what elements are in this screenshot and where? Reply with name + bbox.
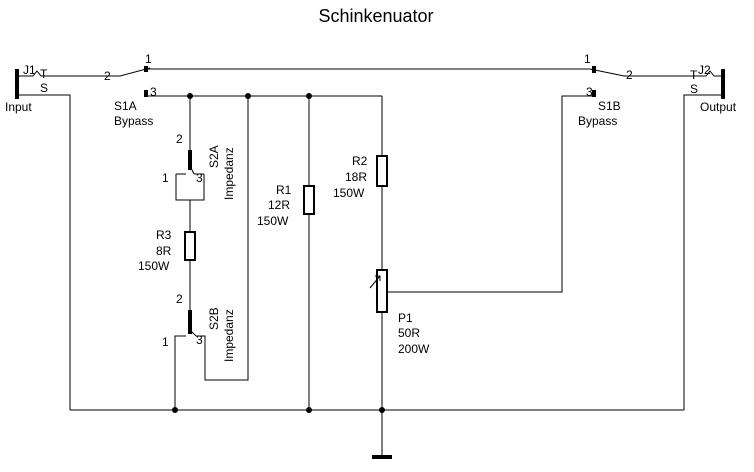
- resistor-r1-value: 12R: [268, 198, 290, 212]
- jack-j2-label: Output: [700, 100, 737, 114]
- switch-s1b-pin1-label: 1: [584, 52, 591, 66]
- potentiometer-p1-power: 200W: [398, 342, 430, 356]
- jack-j1-sleeve-wire: [17, 94, 71, 410]
- switch-s2b: [174, 96, 249, 410]
- jack-j1: [15, 69, 110, 410]
- switch-s1a-ref: S1A: [114, 99, 137, 113]
- switch-s2a-contact: [189, 165, 195, 175]
- switch-s2b-pin2-label: 2: [176, 292, 183, 306]
- jack-j1-tip-label: T: [40, 67, 48, 81]
- resistor-r2-body: [376, 155, 388, 187]
- resistor-r2-power: 150W: [333, 186, 365, 200]
- switch-s2a-pin1-label: 1: [162, 171, 169, 185]
- switch-s2a-pin2-label: 2: [176, 132, 183, 146]
- resistor-r1-ref: R1: [276, 183, 292, 197]
- junction-dot: [187, 93, 193, 99]
- resistor-r1: [303, 96, 315, 410]
- jack-j2: [640, 69, 725, 410]
- switch-s2b-pin1-label: 1: [162, 335, 169, 349]
- switch-s1b-ref: S1B: [598, 99, 621, 113]
- potentiometer-p1-wiper-arrow: [375, 275, 381, 281]
- resistor-r1-body: [303, 185, 315, 215]
- jack-j1-sleeve-label: S: [40, 81, 48, 95]
- resistor-r2-ref: R2: [352, 154, 368, 168]
- resistor-r3-ref: R3: [156, 228, 172, 242]
- resistor-r2: [376, 96, 388, 270]
- jack-j2-tip-label: T: [690, 68, 698, 82]
- jack-j1-ref: J1: [23, 63, 36, 77]
- switch-s2b-ref: S2B: [207, 307, 221, 330]
- switch-s1b-pin3-label: 3: [586, 85, 593, 99]
- switch-s2a-label: Impedanz: [222, 147, 236, 200]
- switch-s1a-pin2-label: 2: [104, 69, 111, 83]
- switch-s2b-contact: [189, 329, 197, 337]
- switch-s1a-label: Bypass: [114, 114, 153, 128]
- junction-dot: [172, 407, 178, 413]
- resistor-r3-power: 150W: [138, 259, 170, 273]
- potentiometer-p1-wiper: [369, 275, 381, 289]
- jack-j2-sleeve-label: S: [690, 82, 698, 96]
- switch-s1b-pin2-label: 2: [626, 68, 633, 82]
- switch-s2b-pin3-wire: [196, 96, 249, 381]
- potentiometer-p1-value: 50R: [398, 326, 420, 340]
- junction-dot: [306, 93, 312, 99]
- jack-j2-ref: J2: [698, 63, 711, 77]
- switch-s1a-pin1-label: 1: [145, 52, 152, 66]
- potentiometer-p1: [369, 269, 388, 410]
- switch-s1b-label: Bypass: [578, 114, 617, 128]
- diagram-title: Schinkenuator: [318, 6, 433, 26]
- switch-s2a: [175, 96, 205, 232]
- jack-j2-tip-wire: [640, 70, 723, 77]
- junction-dot: [306, 407, 312, 413]
- junction-dot: [245, 93, 251, 99]
- junction-dot: [379, 407, 385, 413]
- resistor-r3-body: [184, 231, 196, 261]
- resistor-r1-power: 150W: [257, 214, 289, 228]
- switch-s2b-label: Impedanz: [222, 309, 236, 362]
- switch-s1b-wiper-wire: [382, 95, 592, 293]
- switch-s2b-pin3-label: 3: [196, 333, 203, 347]
- switch-s2b-pin1-wire: [174, 335, 186, 410]
- ground-net: [70, 409, 684, 459]
- switch-s1b: [382, 66, 640, 293]
- switch-s2a-ref: S2A: [207, 145, 221, 168]
- resistor-r2-value: 18R: [345, 170, 367, 184]
- switch-s1a-pin3-label: 3: [150, 85, 157, 99]
- jack-j2-sleeve-wire: [683, 94, 723, 410]
- switch-s2a-pin3-label: 3: [196, 171, 203, 185]
- resistor-r3: [184, 231, 196, 310]
- junctions: [172, 93, 385, 413]
- switch-s1a: [110, 66, 590, 97]
- resistor-r3-value: 8R: [156, 244, 172, 258]
- potentiometer-p1-ref: P1: [398, 311, 413, 325]
- jack-j1-tip-wire: [17, 70, 110, 77]
- jack-j1-label: Input: [5, 100, 32, 114]
